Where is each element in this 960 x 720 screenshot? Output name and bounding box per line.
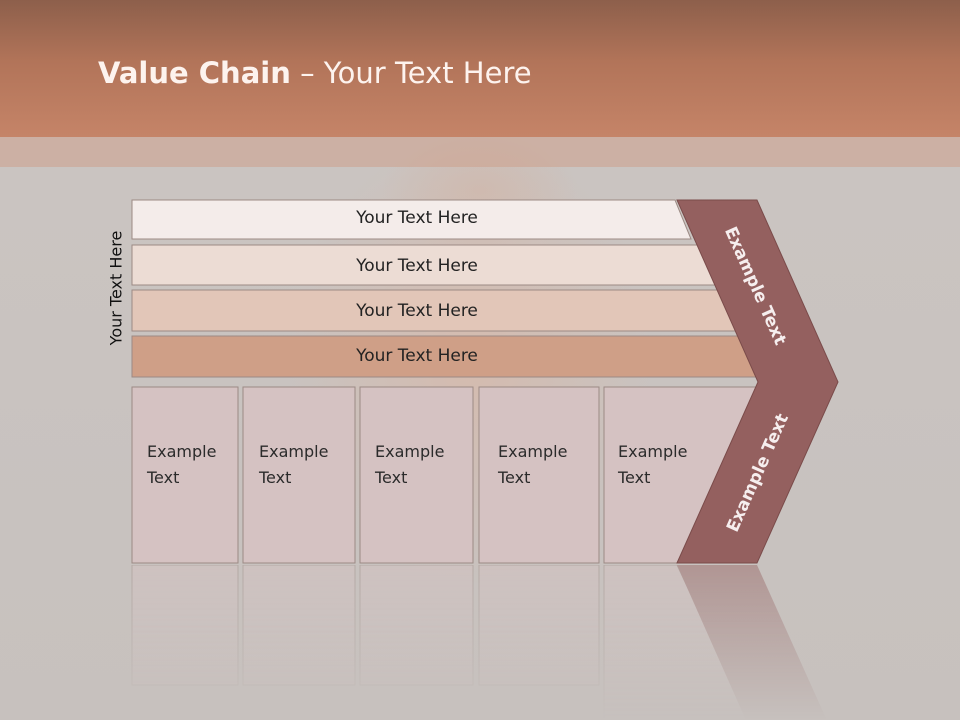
column-box-1 <box>131 386 239 564</box>
column-label-1: Example Text <box>147 439 216 491</box>
row-label-3: Your Text Here <box>356 301 478 321</box>
column-label-4-line1: Example <box>498 442 568 461</box>
row-label-4: Your Text Here <box>356 346 478 366</box>
column-label-1-line1: Example <box>147 442 217 461</box>
row-label-1: Your Text Here <box>356 208 478 228</box>
column-label-2-line1: Example <box>259 442 329 461</box>
header-band <box>0 137 960 167</box>
column-label-3-line2: Text <box>375 468 408 487</box>
column-label-1-line2: Text <box>147 468 180 487</box>
column-label-4: Example Text <box>498 439 567 491</box>
column-label-5-line2: Text <box>618 468 651 487</box>
column-label-3: Example Text <box>375 439 444 491</box>
column-label-2-line2: Text <box>259 468 292 487</box>
title-rest: – Your Text Here <box>290 56 532 90</box>
column-box-2 <box>242 386 356 564</box>
chevron-arrow <box>676 199 839 564</box>
column-label-2: Example Text <box>259 439 328 491</box>
row-bar-1 <box>131 199 692 240</box>
column-label-5-line1: Example <box>618 442 688 461</box>
header-bar <box>0 0 960 137</box>
column-box-3 <box>359 386 474 564</box>
column-label-5: Example Text <box>618 439 687 491</box>
column-label-4-line2: Text <box>498 468 531 487</box>
column-label-3-line1: Example <box>375 442 445 461</box>
row-label-2: Your Text Here <box>356 256 478 276</box>
slide-title: Value Chain – Your Text Here <box>98 56 532 90</box>
reflection <box>131 564 827 720</box>
column-box-4 <box>478 386 600 564</box>
title-bold: Value Chain <box>98 56 291 90</box>
